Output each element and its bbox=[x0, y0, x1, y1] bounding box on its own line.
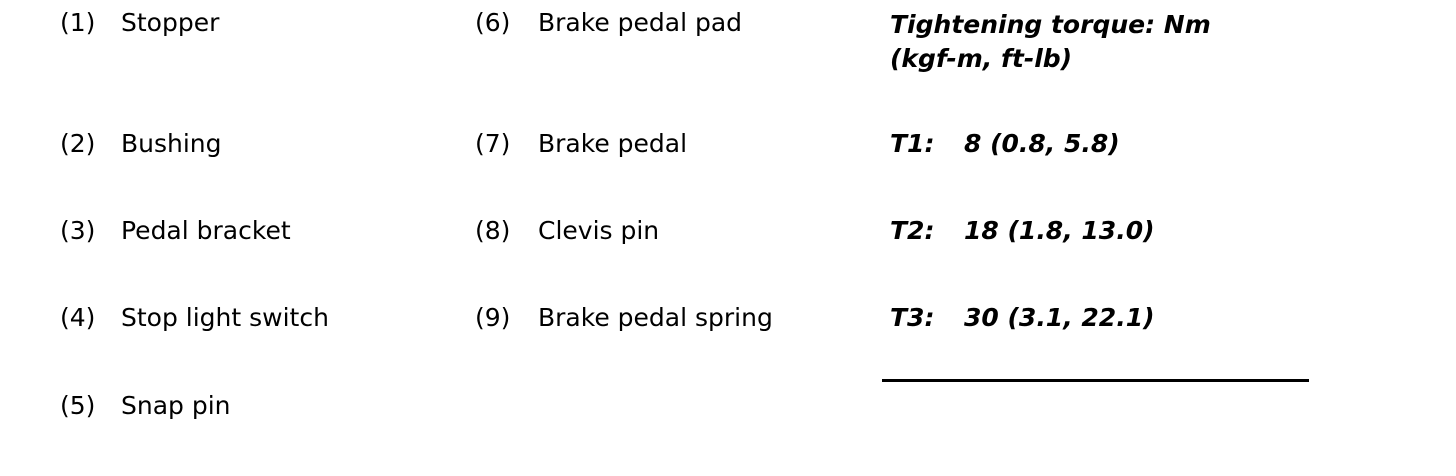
torque-value: 8 (0.8, 5.8) bbox=[964, 129, 1120, 158]
part-label: Snap pin bbox=[121, 391, 231, 420]
part-number: (7) bbox=[475, 129, 511, 158]
part-number: (4) bbox=[60, 303, 96, 332]
part-number: (2) bbox=[60, 129, 96, 158]
part-number: (9) bbox=[475, 303, 511, 332]
part-number: (3) bbox=[60, 216, 96, 245]
part-number: (5) bbox=[60, 391, 96, 420]
divider-line bbox=[882, 379, 1309, 382]
torque-value: 18 (1.8, 13.0) bbox=[964, 216, 1155, 245]
torque-key: T1: bbox=[890, 129, 935, 158]
part-label: Bushing bbox=[121, 129, 222, 158]
part-label: Pedal bracket bbox=[121, 216, 291, 245]
torque-title: Tightening torque: Nm (kgf-m, ft-lb) bbox=[890, 10, 1211, 73]
torque-key: T2: bbox=[890, 216, 935, 245]
part-label: Brake pedal pad bbox=[538, 8, 743, 37]
part-label: Clevis pin bbox=[538, 216, 660, 245]
part-number: (6) bbox=[475, 8, 511, 37]
torque-key: T3: bbox=[890, 303, 935, 332]
part-label: Brake pedal bbox=[538, 129, 688, 158]
part-label: Brake pedal spring bbox=[538, 303, 773, 332]
part-label: Stopper bbox=[121, 8, 220, 37]
part-number: (1) bbox=[60, 8, 96, 37]
torque-value: 30 (3.1, 22.1) bbox=[964, 303, 1155, 332]
part-number: (8) bbox=[475, 216, 511, 245]
part-label: Stop light switch bbox=[121, 303, 329, 332]
